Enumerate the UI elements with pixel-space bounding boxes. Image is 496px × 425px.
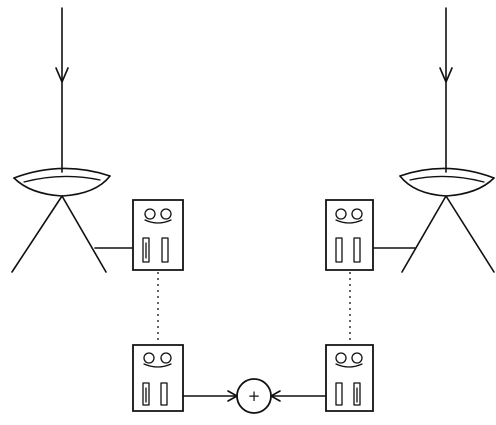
tape-reels-icon [336,209,362,223]
tape-recorder-bottom-left [133,345,183,411]
tape-reels-icon [145,209,171,223]
meter-bars-icon [336,383,360,405]
tape-recorder-top-left [133,200,183,270]
meter-bars-icon [143,383,167,405]
left-dish-antenna-icon [12,8,110,272]
right-dish-antenna-icon [400,8,494,272]
summing-node: + [237,379,271,413]
tape-reels-icon [336,353,362,367]
left-to-sum-arrow [183,391,237,401]
right-to-sum-arrow [271,391,326,401]
tape-reels-icon [144,353,171,367]
meter-bars-icon [143,238,168,262]
tape-recorder-bottom-right [326,345,373,411]
meter-bars-icon [336,238,360,262]
tape-recorder-top-right [326,200,373,270]
summing-symbol: + [248,387,261,405]
